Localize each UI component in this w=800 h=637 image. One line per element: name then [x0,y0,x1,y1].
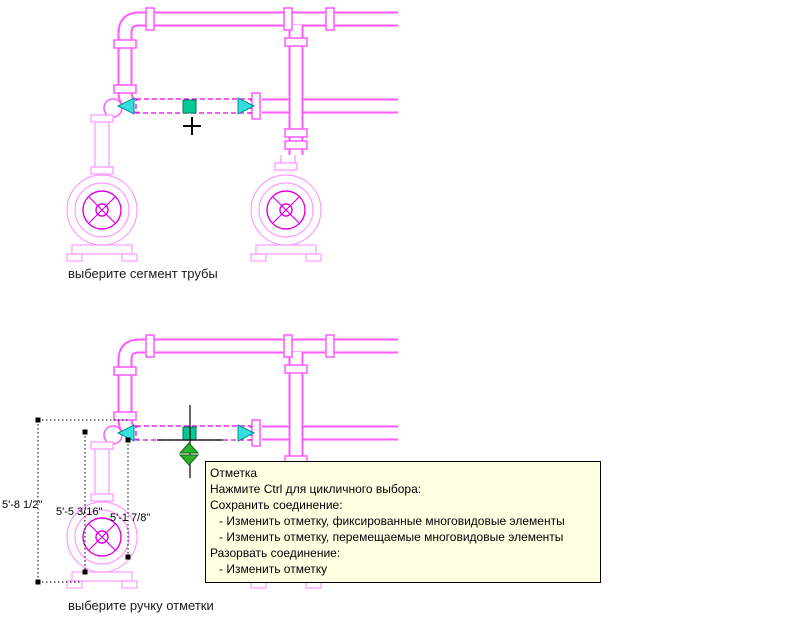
caption-select-elevation-grip: выберите ручку отметки [68,598,214,613]
cursor-plus-icon [183,117,201,135]
tooltip-line: Сохранить соединение: [210,498,343,512]
tooltip-title: Отметка [210,466,258,480]
tooltip-line: - Изменить отметку [219,562,328,576]
dimension-label-2[interactable]: 5'-5 3/16" [56,506,103,518]
elevation-grip[interactable] [178,442,200,466]
caption-select-pipe-segment: выберите сегмент трубы [68,266,218,281]
tooltip-line: - Изменить отметку, фиксированные многов… [219,514,565,528]
dimension-grips[interactable] [35,417,131,585]
dimension-witness-lines [37,419,130,583]
dimension-label-1[interactable]: 5'-8 1/2" [2,499,43,511]
tooltip-line: Разорвать соединение: [210,546,341,560]
tooltip-line: - Изменить отметку, перемещаемые многови… [219,530,564,544]
tooltip-line: Нажмите Ctrl для цикличного выбора: [210,482,422,496]
dimension-label-3[interactable]: 5'-1 7/8" [110,512,151,524]
pipe-diagram-bottom[interactable] [0,332,410,597]
crosshair-cursor [157,405,223,478]
pipe-diagram-top[interactable] [0,5,410,270]
elevation-tooltip: Отметка Нажмите Ctrl для цикличного выбо… [205,461,601,583]
